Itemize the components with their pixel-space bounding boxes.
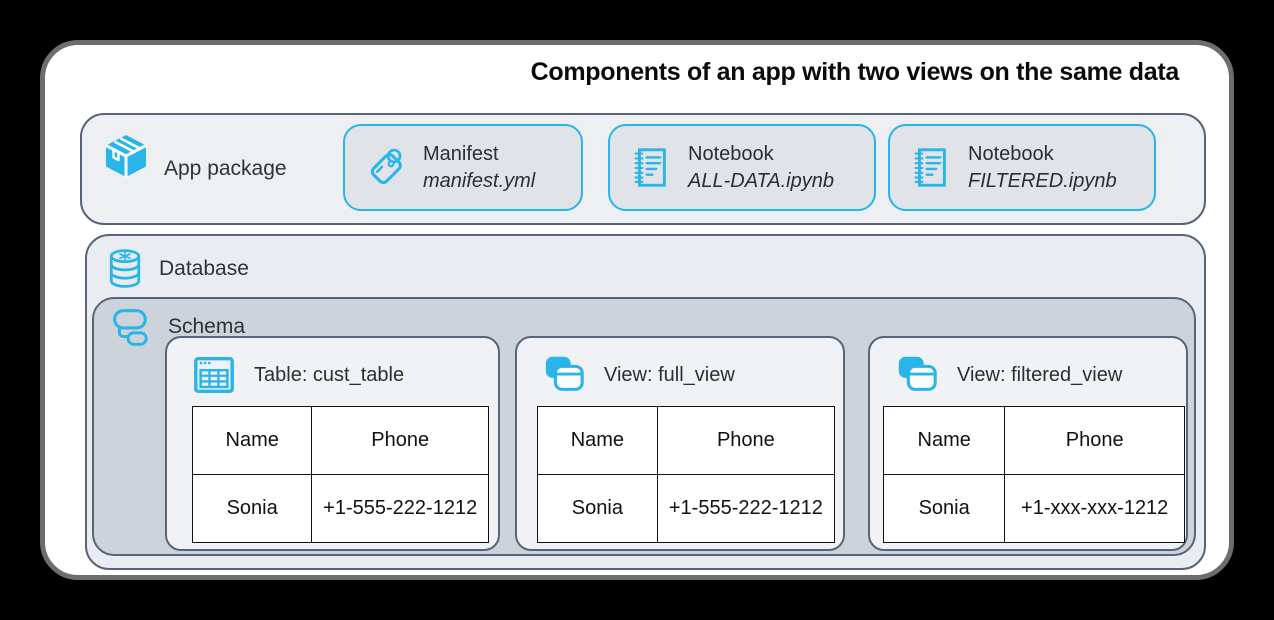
app-package-box: App package Manifest manifest.yml [80, 113, 1206, 225]
notebook-icon [634, 147, 666, 187]
app-package-label: App package [164, 157, 287, 180]
header-cell: Phone [311, 406, 489, 475]
table-row: Sonia +1-555-222-1212 [537, 474, 836, 543]
chip-filename: manifest.yml [423, 169, 536, 192]
header-cell: Phone [656, 406, 836, 475]
chip-name: Notebook [688, 142, 774, 165]
notebook-chip-filtered: Notebook FILTERED.ipynb [888, 124, 1156, 211]
diagram-page: Components of an app with two views on t… [40, 40, 1234, 580]
full-view-card-header: View: full_view [539, 350, 735, 400]
schema-box: Schema [92, 297, 1196, 556]
manifest-chip: Manifest manifest.yml [343, 124, 583, 211]
database-box: Database Schema [85, 234, 1206, 570]
notebook-chip-label: Notebook ALL-DATA.ipynb [688, 141, 834, 195]
view-icon [545, 356, 584, 391]
filtered-view-card-header: View: filtered_view [892, 350, 1122, 400]
chip-filename: ALL-DATA.ipynb [688, 169, 834, 192]
data-cell: Sonia [537, 474, 658, 543]
data-cell: Sonia [882, 474, 1006, 543]
header-cell: Name [882, 406, 1006, 475]
chip-name: Notebook [968, 142, 1054, 165]
table-row: Name Phone [191, 406, 489, 475]
header-cell: Phone [1004, 406, 1185, 475]
notebook-chip-label: Notebook FILTERED.ipynb [968, 141, 1117, 195]
table-row: Name Phone [537, 406, 836, 475]
database-label: Database [159, 257, 249, 280]
header-cell: Name [191, 406, 313, 475]
data-cell: +1-xxx-xxx-1212 [1004, 474, 1185, 543]
table-row: Sonia +1-xxx-xxx-1212 [882, 474, 1185, 543]
schema-label: Schema [168, 315, 246, 338]
header-cell: Name [537, 406, 658, 475]
full-view-card: View: full_view Name Phone Sonia +1-555-… [515, 336, 845, 551]
chip-name: Manifest [423, 142, 499, 165]
package-icon [105, 135, 147, 177]
filtered-view-card-title: View: filtered_view [957, 363, 1123, 386]
tag-icon [370, 148, 402, 184]
notebook-icon [914, 147, 946, 187]
database-icon [109, 249, 141, 288]
chip-filename: FILTERED.ipynb [968, 169, 1117, 192]
diagram-title: Components of an app with two views on t… [530, 58, 1180, 86]
filtered-view-card: View: filtered_view Name Phone Sonia +1-… [868, 336, 1188, 551]
table-card-header: Table: cust_table [189, 350, 404, 400]
cust-table-data: Name Phone Sonia +1-555-222-1212 [191, 406, 489, 543]
schema-icon [113, 309, 148, 346]
full-view-card-title: View: full_view [604, 363, 735, 386]
table-card-title: Table: cust_table [254, 363, 405, 386]
data-cell: +1-555-222-1212 [311, 474, 489, 543]
table-row: Name Phone [882, 406, 1185, 475]
full-view-data: Name Phone Sonia +1-555-222-1212 [537, 406, 836, 543]
table-icon [194, 356, 234, 394]
data-cell: +1-555-222-1212 [656, 474, 836, 543]
table-row: Sonia +1-555-222-1212 [191, 474, 489, 543]
table-card: Table: cust_table Name Phone Sonia +1-55… [165, 336, 500, 551]
notebook-chip-all-data: Notebook ALL-DATA.ipynb [608, 124, 876, 211]
view-icon [898, 356, 937, 391]
filtered-view-data: Name Phone Sonia +1-xxx-xxx-1212 [882, 406, 1185, 543]
manifest-chip-label: Manifest manifest.yml [423, 141, 535, 195]
data-cell: Sonia [191, 474, 313, 543]
